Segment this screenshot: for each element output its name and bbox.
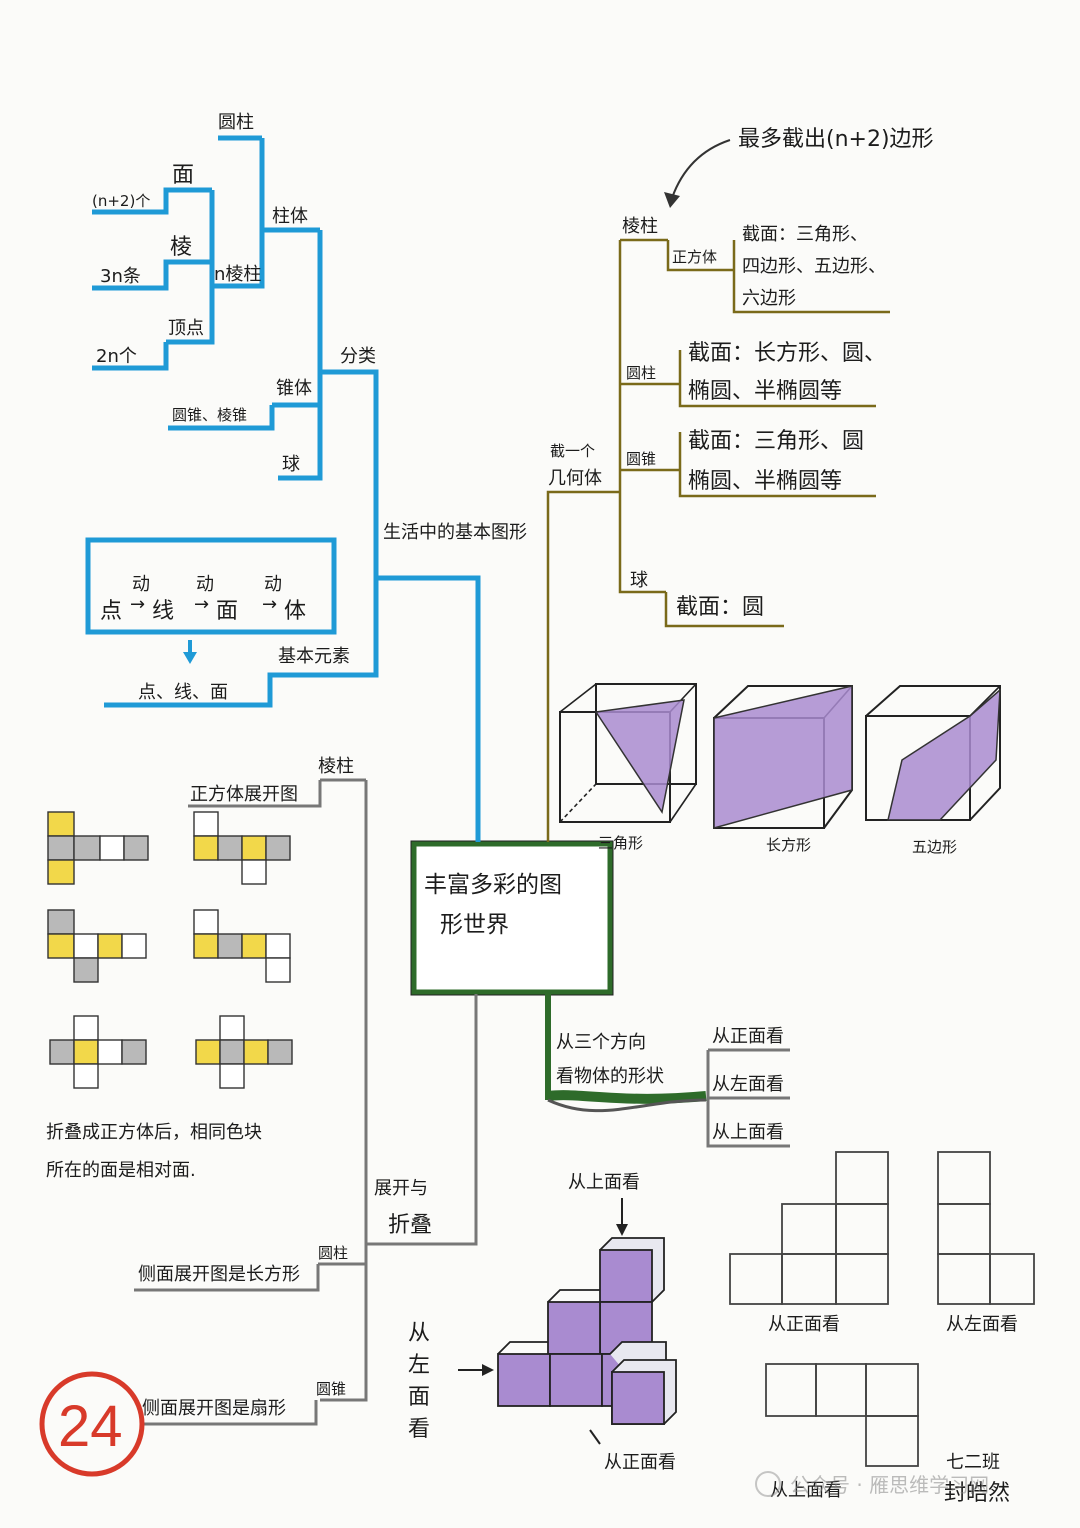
svg-text:→: → <box>194 594 209 615</box>
node-l-prism: 棱柱 <box>318 756 354 777</box>
view-top-caption: 从上面看 <box>770 1480 842 1501</box>
svg-text:左: 左 <box>408 1353 430 1378</box>
svg-text:动: 动 <box>132 574 150 595</box>
branch-line-unfold <box>366 994 478 1246</box>
node-r-cone: 圆锥 <box>626 450 656 468</box>
node-edges: 棱 <box>170 235 192 260</box>
svg-text:动: 动 <box>264 574 282 595</box>
cone-types: 圆锥、棱锥 <box>172 406 247 424</box>
grid-left-view <box>937 1151 1035 1305</box>
faces-count: (n+2)个 <box>92 192 150 210</box>
cone-note: 侧面展开图是扇形 <box>142 1398 286 1419</box>
cyl-sections-2: 椭圆、半椭圆等 <box>688 379 842 404</box>
node-r-prism: 棱柱 <box>622 216 658 237</box>
node-sphere: 球 <box>282 454 300 475</box>
node-cone: 锥体 <box>276 378 312 399</box>
view-left-node: 从左面看 <box>712 1074 784 1095</box>
cone-sections-2: 椭圆、半椭圆等 <box>688 469 842 494</box>
branch-line-basic-shapes <box>378 575 481 842</box>
signature-class: 七二班 <box>946 1452 1000 1473</box>
view-front-node: 从正面看 <box>712 1026 784 1047</box>
watermark: 公众号 · 雁思维学习网 <box>755 1471 989 1497</box>
cube-sections-2: 四边形、五边形、 <box>742 256 886 277</box>
cube-label-pentagon: 五边形 <box>912 838 957 856</box>
cube-nets <box>47 811 293 1089</box>
svg-text:面: 面 <box>408 1385 430 1410</box>
label-from-left-1: 从 <box>408 1321 430 1346</box>
cube-nets-label: 正方体展开图 <box>190 784 298 805</box>
page-number-circle <box>39 1371 145 1477</box>
cube-triangle-section <box>559 683 697 823</box>
svg-text:看: 看 <box>408 1417 430 1442</box>
svg-text:面: 面 <box>216 599 238 624</box>
branch-sections: 截一个 <box>550 442 595 460</box>
branch-basic-shapes: 生活中的基本图形 <box>383 522 527 543</box>
cube-rectangle-section <box>713 685 853 829</box>
signature-name: 封皓然 <box>944 1481 1010 1506</box>
node-cylinder: 圆柱 <box>218 112 254 133</box>
svg-text:线: 线 <box>152 599 174 624</box>
cone-sections-1: 截面：三角形、圆 <box>688 429 864 454</box>
cube-label-triangle: 三角形 <box>598 834 643 852</box>
label-from-top: 从上面看 <box>568 1172 640 1193</box>
grid-front-view <box>729 1151 889 1305</box>
svg-text:几何体: 几何体 <box>548 468 602 489</box>
cylinder-note: 侧面展开图是长方形 <box>138 1264 300 1285</box>
branch-line-sections <box>546 490 620 842</box>
center-box <box>410 840 614 996</box>
grid-top-view <box>765 1363 919 1467</box>
svg-text:动: 动 <box>196 574 214 595</box>
svg-text:折叠: 折叠 <box>388 1213 432 1238</box>
cube-sections-3: 六边形 <box>742 288 796 309</box>
svg-text:→: → <box>262 594 277 615</box>
svg-text:公众号 · 雁思维学习网: 公众号 · 雁思维学习网 <box>790 1473 989 1497</box>
nets-note-2: 所在的面是相对面. <box>46 1160 196 1181</box>
sphere-section: 截面：圆 <box>676 595 764 620</box>
node-prism: 柱体 <box>272 206 308 227</box>
branch-views-2: 看物体的形状 <box>556 1066 664 1087</box>
node-faces: 面 <box>172 163 194 188</box>
branch-views-1: 从三个方向 <box>556 1032 646 1053</box>
node-n-prism: n棱柱 <box>214 264 261 285</box>
node-r-cylinder: 圆柱 <box>626 364 656 382</box>
cube-sections-1: 截面：三角形、 <box>742 224 868 245</box>
vertices-count: 2n个 <box>96 346 137 367</box>
center-title-line1: 丰富多彩的图 <box>424 872 562 898</box>
branch-elements: 基本元素 <box>278 646 350 667</box>
svg-text:→: → <box>130 594 145 615</box>
page-number: 24 <box>58 1394 123 1459</box>
edges-count: 3n条 <box>100 266 141 287</box>
svg-text:体: 体 <box>284 599 306 624</box>
motion-box <box>85 537 337 635</box>
branch-classify: 分类 <box>340 346 376 367</box>
branch-unfold-1: 展开与 <box>374 1178 428 1199</box>
elements-items: 点、线、面 <box>138 682 228 703</box>
node-l-cone: 圆锥 <box>316 1380 346 1398</box>
cube-pentagon-section <box>865 685 1001 821</box>
view-top-node: 从上面看 <box>712 1122 784 1143</box>
svg-text:形世界: 形世界 <box>440 912 509 938</box>
cube-label-rectangle: 长方形 <box>766 836 811 854</box>
node-cube: 正方体 <box>672 248 717 266</box>
view-front-caption: 从正面看 <box>768 1314 840 1335</box>
max-section-note: 最多截出(n+2)边形 <box>738 127 934 152</box>
node-l-cylinder: 圆柱 <box>318 1244 348 1262</box>
cyl-sections-1: 截面：长方形、圆、 <box>688 341 886 366</box>
nets-note-1: 折叠成正方体后，相同色块 <box>46 1122 262 1143</box>
motion-p1: 点 <box>100 599 122 624</box>
stacked-cubes <box>497 1237 677 1425</box>
node-r-sphere: 球 <box>630 570 648 591</box>
node-vertices: 顶点 <box>168 318 204 339</box>
view-left-caption: 从左面看 <box>946 1314 1018 1335</box>
label-from-front: 从正面看 <box>604 1452 676 1473</box>
